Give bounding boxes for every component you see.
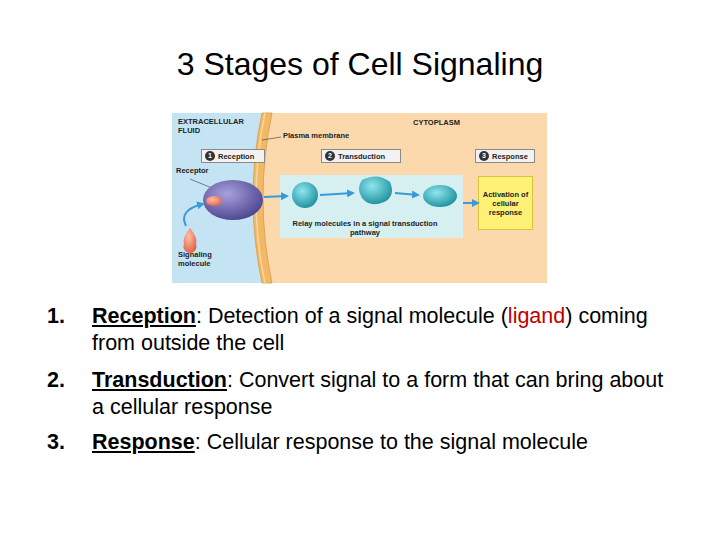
list-number: 3. bbox=[47, 429, 65, 456]
region-label: CYTOPLASM bbox=[413, 118, 493, 127]
step-number: 2 bbox=[325, 151, 335, 161]
stage-box: 3Response bbox=[475, 149, 535, 163]
step-label: Transduction bbox=[338, 152, 385, 161]
term-heading: Reception bbox=[92, 304, 196, 328]
definition-text: : Detection of a signal molecule ( bbox=[196, 304, 508, 328]
box-label: Activation of cellular response bbox=[482, 190, 529, 217]
term-heading: Response bbox=[92, 430, 195, 454]
figure-label: Signaling molecule bbox=[178, 250, 223, 268]
region-label: EXTRACELLULAR FLUID bbox=[178, 117, 248, 135]
list-text: Reception: Detection of a signal molecul… bbox=[92, 303, 674, 357]
figure-label: Plasma membrane bbox=[283, 131, 363, 140]
list-text: Transduction: Convert signal to a form t… bbox=[92, 367, 674, 421]
stage-box: 2Transduction bbox=[321, 149, 401, 163]
slide-title: 3 Stages of Cell Signaling bbox=[0, 44, 720, 84]
step-label: Response bbox=[492, 152, 528, 161]
relay-band: Relay molecules in a signal transduction… bbox=[268, 175, 463, 238]
figure-label: Receptor bbox=[176, 166, 226, 175]
list-number: 1. bbox=[47, 303, 65, 330]
list-text: Response: Cellular response to the signa… bbox=[92, 429, 674, 456]
band-label: Relay molecules in a signal transduction… bbox=[290, 219, 440, 237]
step-label: Reception bbox=[218, 152, 254, 161]
stage-box: 1Reception bbox=[201, 149, 265, 163]
step-number: 3 bbox=[479, 151, 489, 161]
step-number: 1 bbox=[205, 151, 215, 161]
term-highlight: ligand bbox=[508, 304, 565, 328]
response-box: Activation of cellular response bbox=[478, 176, 533, 230]
definition-text: : Cellular response to the signal molecu… bbox=[195, 430, 588, 454]
list-number: 2. bbox=[47, 367, 65, 394]
term-heading: Transduction bbox=[92, 368, 227, 392]
